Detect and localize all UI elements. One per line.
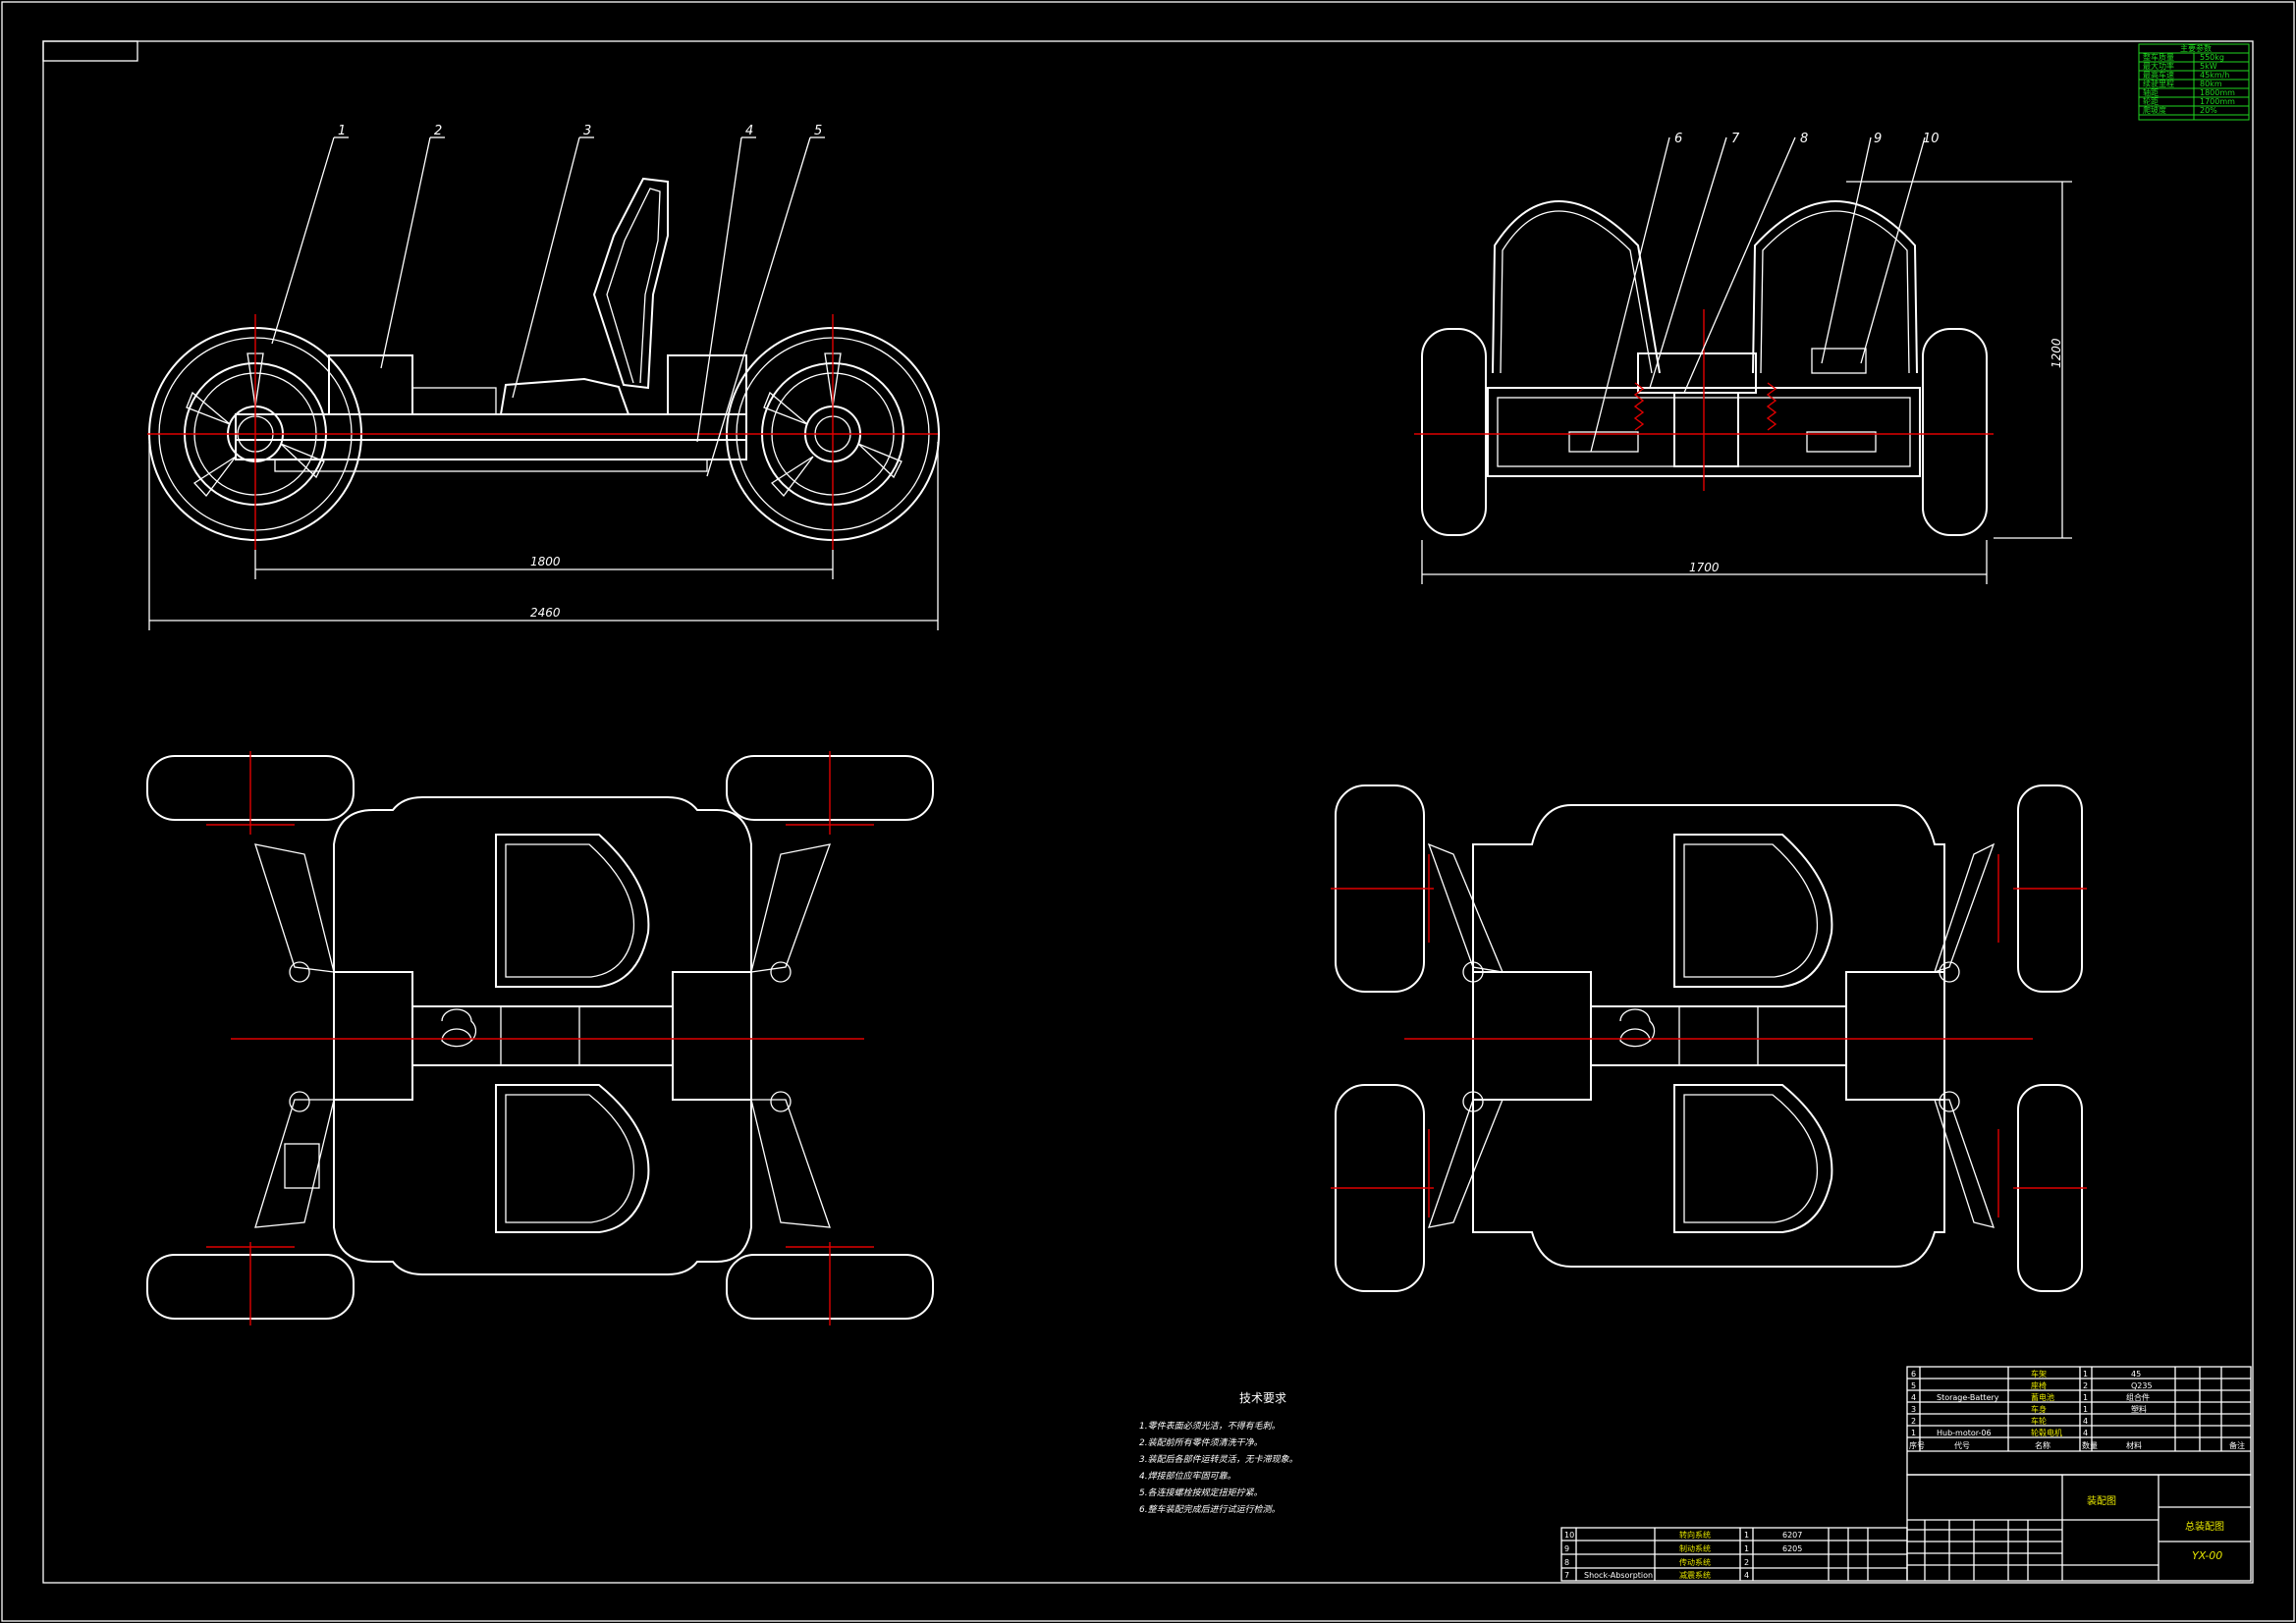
bom-no-5: 5 — [1911, 1381, 1916, 1390]
bom-qty-5: 2 — [2083, 1381, 2088, 1390]
part-label-2: 2 — [434, 124, 442, 138]
spec-val-1: 5kW — [2200, 62, 2217, 71]
spec-val-2: 45km/h — [2200, 71, 2229, 80]
bom-lower-mat-10: 6207 — [1782, 1531, 1802, 1540]
bom-lower-code-7: Shock-Absorption — [1584, 1571, 1653, 1580]
front-view — [1414, 136, 2072, 584]
spec-title: 主要参数 — [2180, 43, 2212, 53]
part-label-4: 4 — [745, 124, 753, 138]
bom-name-4: 蓄电池 — [2031, 1392, 2054, 1402]
bom-no-1: 1 — [1911, 1429, 1916, 1437]
bom-lower-qty-7: 4 — [1744, 1571, 1749, 1580]
bom-name-1: 轮毂电机 — [2031, 1428, 2062, 1437]
part-label-10: 10 — [1923, 132, 1940, 146]
bom-lower-no-8: 8 — [1564, 1558, 1569, 1567]
title-block-drawing-number: YX-00 — [2192, 1549, 2222, 1562]
bom-lower-mat-9: 6205 — [1782, 1544, 1802, 1553]
part-label-6: 6 — [1674, 132, 1682, 146]
tech-req-line-1: 1.零件表面必须光洁，不得有毛刺。 — [1139, 1421, 1281, 1432]
tech-req-title: 技术要求 — [1239, 1391, 1286, 1405]
bom-no-4: 4 — [1911, 1393, 1916, 1402]
bom-qty-3: 1 — [2083, 1405, 2088, 1414]
bom-name-6: 车架 — [2031, 1369, 2047, 1379]
bom-lower-name-9: 制动系统 — [1679, 1543, 1711, 1553]
part-label-8: 8 — [1800, 132, 1808, 146]
spec-table — [2138, 43, 2250, 121]
bom-code-4: Storage-Battery — [1937, 1393, 1999, 1402]
spec-key-2: 最高车速 — [2143, 70, 2174, 80]
tech-req-line-3: 3.装配后各部件运转灵活，无卡滞现象。 — [1139, 1454, 1298, 1465]
bom-lower-no-9: 9 — [1564, 1544, 1569, 1553]
part-label-1: 1 — [338, 124, 346, 138]
tech-req-line-5: 5.各连接螺栓按规定扭矩拧紧。 — [1139, 1488, 1263, 1498]
bom-code-1: Hub-motor-06 — [1937, 1429, 1992, 1437]
bom-lower-name-8: 传动系统 — [1679, 1557, 1711, 1567]
bom-mat-3: 塑料 — [2131, 1404, 2147, 1414]
title-block-drawing-title: 总装配图 — [2185, 1520, 2224, 1533]
bom-lower-qty-9: 1 — [1744, 1544, 1749, 1553]
bom-lower-no-10: 10 — [1564, 1531, 1574, 1540]
bom-mat-5: Q235 — [2131, 1381, 2153, 1390]
spec-key-0: 整车质量 — [2143, 52, 2174, 62]
spec-key-6: 爬坡度 — [2143, 105, 2166, 115]
part-label-3: 3 — [583, 124, 591, 138]
corner-label-box — [42, 40, 138, 62]
bom-header-note: 备注 — [2229, 1440, 2245, 1450]
plan-view-steering — [146, 751, 934, 1325]
dim-track: 1700 — [1689, 561, 1720, 574]
bom-qty-2: 4 — [2083, 1417, 2088, 1426]
bom-name-5: 座椅 — [2031, 1380, 2047, 1390]
part-label-9: 9 — [1874, 132, 1882, 146]
bom-header-qty: 数量 — [2082, 1440, 2098, 1450]
spec-val-6: 20% — [2200, 106, 2217, 115]
spec-key-3: 续驶里程 — [2143, 79, 2174, 88]
part-label-5: 5 — [814, 124, 822, 138]
bom-lower-qty-10: 1 — [1744, 1531, 1749, 1540]
part-label-7: 7 — [1731, 132, 1740, 146]
spec-val-0: 550kg — [2200, 53, 2224, 62]
spec-key-1: 最大功率 — [2143, 61, 2174, 71]
bom-lower-no-7: 7 — [1564, 1571, 1569, 1580]
tech-req-line-4: 4.焊接部位应牢固可靠。 — [1139, 1471, 1236, 1482]
inner-frame — [42, 40, 2254, 1584]
spec-val-5: 1700mm — [2200, 97, 2235, 106]
bom-qty-6: 1 — [2083, 1370, 2088, 1379]
tech-req-line-2: 2.装配前所有零件须清洗干净。 — [1139, 1437, 1263, 1448]
spec-val-4: 1800mm — [2200, 88, 2235, 97]
bom-no-6: 6 — [1911, 1370, 1916, 1379]
bom-lower-name-10: 转向系统 — [1679, 1530, 1711, 1540]
bom-lower-qty-8: 2 — [1744, 1558, 1749, 1567]
dim-overall-length: 2460 — [530, 606, 561, 620]
tech-req-line-6: 6.整车装配完成后进行试运行检测。 — [1139, 1504, 1281, 1515]
spec-key-5: 轮距 — [2143, 96, 2159, 106]
bom-no-2: 2 — [1911, 1417, 1916, 1426]
bom-lower-grid — [1560, 1527, 1908, 1582]
bom-name-2: 车轮 — [2031, 1416, 2047, 1426]
bom-no-3: 3 — [1911, 1405, 1916, 1414]
bom-name-3: 车身 — [2031, 1404, 2047, 1414]
spec-key-4: 轴距 — [2143, 87, 2159, 97]
bom-header-material: 材料 — [2126, 1440, 2142, 1450]
spec-val-3: 80km — [2200, 80, 2222, 88]
bom-lower-name-7: 减震系统 — [1679, 1570, 1711, 1580]
title-block-company: 装配图 — [2087, 1494, 2116, 1507]
bom-table-grid — [1906, 1366, 2252, 1476]
bom-qty-1: 4 — [2083, 1429, 2088, 1437]
plan-view-drive — [1331, 784, 2087, 1292]
bom-mat-4: 组合件 — [2126, 1392, 2150, 1402]
bom-header-no: 序号 — [1909, 1440, 1925, 1450]
side-view — [147, 136, 940, 630]
dim-wheelbase: 1800 — [530, 555, 561, 568]
bom-mat-6: 45 — [2131, 1370, 2141, 1379]
bom-qty-4: 1 — [2083, 1393, 2088, 1402]
bom-header-code: 代号 — [1954, 1440, 1970, 1450]
bom-header-name: 名称 — [2035, 1440, 2050, 1450]
dim-height: 1200 — [2050, 338, 2063, 368]
